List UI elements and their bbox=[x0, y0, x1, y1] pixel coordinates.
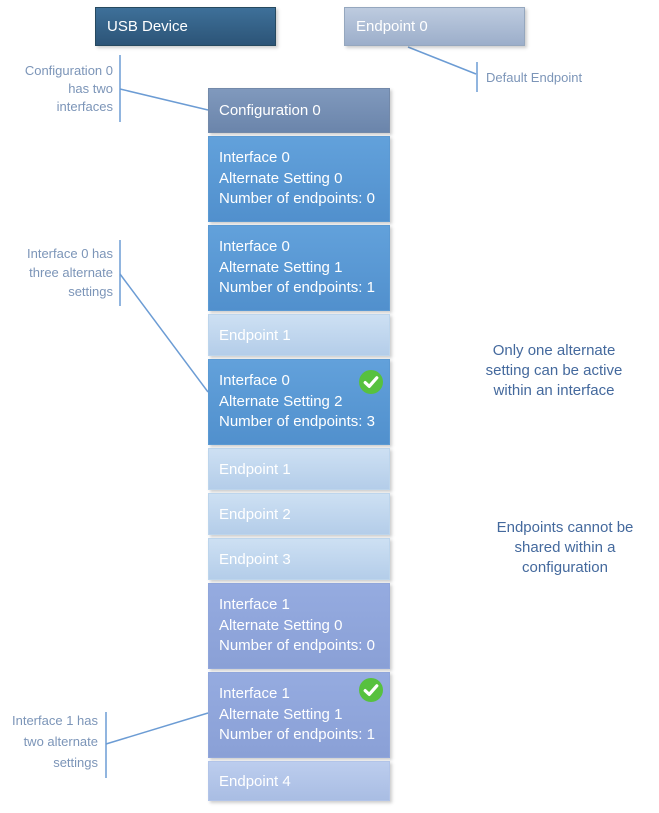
note-line: Endpoints cannot be bbox=[496, 519, 634, 536]
interface-line: Number of endpoints: 0 bbox=[219, 637, 375, 654]
configuration-annotation: Configuration 0 has two interfaces bbox=[3, 62, 113, 116]
endpoint1-box: Endpoint 1 bbox=[208, 448, 390, 490]
usb-device-label: USB Device bbox=[107, 18, 188, 35]
annotation-line: Configuration 0 bbox=[24, 63, 113, 78]
endpoint4-box: Endpoint 4 bbox=[208, 761, 390, 801]
endpoint1-box: Endpoint 1 bbox=[208, 314, 390, 356]
endpoint-label: Endpoint 4 bbox=[219, 772, 291, 790]
note-line: shared within a bbox=[514, 539, 616, 556]
interface-line: Alternate Setting 0 bbox=[219, 616, 343, 634]
configuration-stack: Configuration 0 Interface 0 Alternate Se… bbox=[208, 88, 390, 801]
interface1-annotation: Interface 1 has two alternate settings bbox=[0, 710, 98, 773]
endpoint-label: Endpoint 1 bbox=[219, 326, 291, 344]
alternate-setting-note: Only one alternate setting can be active… bbox=[458, 341, 650, 401]
interface-line: Alternate Setting 1 bbox=[219, 258, 343, 276]
check-icon bbox=[359, 678, 383, 702]
usb-device-box: USB Device bbox=[95, 7, 276, 46]
interface-line: Interface 0 bbox=[219, 372, 290, 389]
annotation-line: interfaces bbox=[56, 99, 113, 114]
configuration0-label: Configuration 0 bbox=[219, 102, 321, 119]
annotation-line: settings bbox=[68, 284, 113, 299]
interface-line: Interface 0 bbox=[219, 149, 290, 166]
annotation-line: has two bbox=[68, 81, 113, 96]
endpoint3-box: Endpoint 3 bbox=[208, 538, 390, 580]
connector-line bbox=[119, 88, 209, 111]
endpoint-label: Endpoint 1 bbox=[219, 460, 291, 478]
annotation-line: Interface 0 has bbox=[27, 246, 113, 261]
interface-line: Alternate Setting 1 bbox=[219, 705, 343, 723]
interface-line: Interface 0 bbox=[219, 238, 290, 255]
interface-line: Number of endpoints: 0 bbox=[219, 190, 375, 207]
interface-line: Interface 1 bbox=[219, 596, 290, 613]
endpoint0-box: Endpoint 0 bbox=[344, 7, 525, 46]
connector-line bbox=[407, 46, 477, 75]
interface1-alt0-box: Interface 1 Alternate Setting 0 Number o… bbox=[208, 583, 390, 669]
note-line: setting can be active bbox=[485, 362, 623, 379]
connector-line bbox=[119, 273, 209, 393]
annotation-line: three alternate bbox=[29, 265, 113, 280]
check-icon bbox=[359, 370, 383, 394]
interface-line: Alternate Setting 2 bbox=[219, 392, 343, 410]
interface-line: Interface 1 bbox=[219, 685, 290, 702]
note-line: configuration bbox=[522, 559, 608, 576]
endpoint2-box: Endpoint 2 bbox=[208, 493, 390, 535]
interface-line: Alternate Setting 0 bbox=[219, 169, 343, 187]
annotation-line: settings bbox=[53, 755, 98, 770]
endpoint0-label: Endpoint 0 bbox=[356, 18, 428, 35]
endpoints-shared-note: Endpoints cannot be shared within a conf… bbox=[470, 518, 659, 578]
connector-line bbox=[105, 712, 209, 745]
note-line: within an interface bbox=[493, 382, 615, 399]
interface0-alt2-box: Interface 0 Alternate Setting 2 Number o… bbox=[208, 359, 390, 445]
interface-line: Number of endpoints: 3 bbox=[219, 413, 375, 430]
annotation-line: Interface 1 has bbox=[12, 713, 98, 728]
interface0-alt1-box: Interface 0 Alternate Setting 1 Number o… bbox=[208, 225, 390, 311]
endpoint-label: Endpoint 2 bbox=[219, 505, 291, 523]
default-endpoint-annotation: Default Endpoint bbox=[486, 70, 583, 85]
interface0-alt0-box: Interface 0 Alternate Setting 0 Number o… bbox=[208, 136, 390, 222]
interface0-annotation: Interface 0 has three alternate settings bbox=[3, 244, 113, 301]
interface-line: Number of endpoints: 1 bbox=[219, 726, 375, 743]
annotation-line: two alternate bbox=[23, 734, 98, 749]
interface-line: Number of endpoints: 1 bbox=[219, 279, 375, 296]
interface1-alt1-box: Interface 1 Alternate Setting 1 Number o… bbox=[208, 672, 390, 758]
configuration0-box: Configuration 0 bbox=[208, 88, 390, 133]
endpoint-label: Endpoint 3 bbox=[219, 550, 291, 568]
note-line: Only one alternate bbox=[492, 342, 616, 359]
